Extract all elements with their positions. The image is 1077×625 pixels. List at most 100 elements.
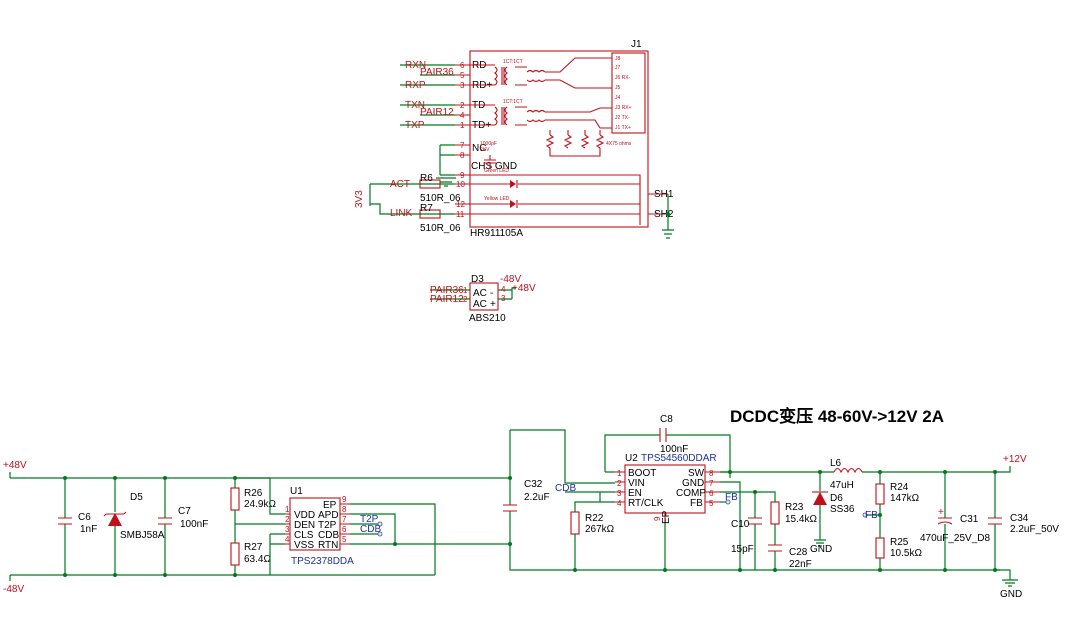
u1-pin-number: 9 <box>342 495 347 504</box>
r25-value: 10.5kΩ <box>890 548 922 559</box>
green-led-label: Green LED <box>484 168 509 174</box>
r22-body <box>570 511 580 535</box>
buck-wiring: + <box>503 428 1018 587</box>
net-pair12: PAIR12 <box>420 107 454 118</box>
d5-tvs-diode: D5 SMBJ58A <box>103 478 165 575</box>
r26-ref: R26 <box>244 488 263 499</box>
d3-plus: + <box>490 299 496 310</box>
rj45-block <box>611 52 646 134</box>
u1-pin-den: DEN <box>294 520 315 531</box>
net-3v3: 3V3 <box>354 190 365 208</box>
u2-pin-en: EN <box>628 488 642 499</box>
j1-pin-chs-gnd: CHS GND <box>471 161 517 172</box>
net-m48v: -48V <box>3 584 24 595</box>
u2-pin-vin: VIN <box>628 478 645 489</box>
r6-value: 510R_06 <box>420 193 461 204</box>
schematic-title: DCDC变压 48-60V->12V 2A <box>730 406 944 426</box>
term-ohms-note: 4X75 ohms <box>606 141 632 147</box>
d3-ac1: AC <box>473 288 487 299</box>
u2-pin-sw: SW <box>688 468 705 479</box>
c31-value: 470uF_25V_D8 <box>920 533 990 544</box>
d3-net-pair12: PAIR12 <box>430 294 464 305</box>
u1-pin-cls: CLS <box>294 530 314 541</box>
u1-pin-cdb: CDB <box>318 530 339 541</box>
u2-ep: EP <box>661 510 672 524</box>
r22-ref: R22 <box>585 513 604 524</box>
r23-value: 15.4kΩ <box>785 514 817 525</box>
net-rxp: RXP <box>405 80 426 91</box>
c28-ref: C28 <box>789 547 808 558</box>
u1-pin-number: 5 <box>342 535 347 544</box>
c8-ref: C8 <box>660 414 673 425</box>
u1-net-t2p: T2P <box>360 514 379 525</box>
r23-body <box>770 501 780 525</box>
net-txn: TXN <box>405 100 425 111</box>
r27-ref: R27 <box>244 542 263 553</box>
u1-pin-number: 4 <box>285 535 290 544</box>
chassis-cap-value: 1000pF <box>480 141 497 147</box>
rj-pin-label: J6 RX- <box>615 75 631 81</box>
c28-value: 22nF <box>789 559 812 570</box>
power-rails: +48V -48V <box>3 460 510 595</box>
j1-part: HR911105A <box>470 228 523 239</box>
d3-bridge-rectifier: D3 ABS210 AC AC - + 1 2 3 4 PAIR36 PAIR1… <box>430 274 536 324</box>
rj-pin-label: J5 <box>615 85 621 91</box>
u2-pin-number: 5 <box>709 499 714 508</box>
u2-net-cdb: CDB <box>555 483 576 494</box>
net-txp: TXP <box>405 120 425 131</box>
d3-net-p48: +48V <box>512 283 536 294</box>
buck-labels: C32 2.2uF C8 100nF R22 267kΩ C10 15pF R2… <box>524 414 1059 600</box>
u2-ref: U2 <box>625 453 638 464</box>
u1-pin-rtn: RTN <box>318 540 338 551</box>
d3-pin: 4 <box>501 285 506 294</box>
j1-ref: J1 <box>631 39 642 50</box>
u2-ep-num: 9 <box>653 516 662 521</box>
u2-part: TPS54560DDAR <box>641 453 717 464</box>
u1-ref: U1 <box>290 486 303 497</box>
transformer-tx-symbol <box>494 106 612 129</box>
l6-ref: L6 <box>830 458 842 469</box>
u1-pin-number: 1 <box>285 505 290 514</box>
r26-value: 24.9kΩ <box>244 499 276 510</box>
c7-value: 100nF <box>180 519 208 530</box>
rj-pin-label: J3 RX+ <box>615 105 632 111</box>
chassis-cap-voltage: 2KV <box>480 147 490 153</box>
d6-value: SS36 <box>830 504 855 515</box>
d3-part: ABS210 <box>469 313 506 324</box>
r24-ref: R24 <box>890 482 909 493</box>
u2-pin-boot: BOOT <box>628 468 656 479</box>
rj-pin-label: J2 TX- <box>615 115 630 121</box>
c34-value: 2.2uF_50V <box>1010 524 1059 535</box>
c7-capacitor: C7 100nF <box>158 478 208 575</box>
c6-ref: C6 <box>78 512 91 523</box>
c10-value: 15pF <box>731 544 754 555</box>
u1-tps2378: U1 TPS2378DDA VDD DEN CLS VSS EP APD T2P… <box>285 486 510 575</box>
c32-value: 2.2uF <box>524 492 550 503</box>
rj-pin-label: J1 TX+ <box>615 125 631 131</box>
u1-pin-number: 6 <box>342 525 347 534</box>
u2-tps54560: U2 TPS54560DDAR BOOT VIN EN RT/CLK SW GN… <box>555 453 738 524</box>
u1-pin-number: 2 <box>285 515 290 524</box>
c10-ref: C10 <box>731 519 750 530</box>
d3-ref: D3 <box>471 274 484 285</box>
u1-pin-number: 3 <box>285 525 290 534</box>
net-act: ACT <box>390 179 410 190</box>
u1-pin-ep: EP <box>323 500 337 511</box>
j1-nets: RXN PAIR36 RXP TXN PAIR12 TXP ACT LINK 3… <box>354 60 674 239</box>
r23-ref: R23 <box>785 502 804 513</box>
xfmr-ratio-tx: 1CT:1CT <box>503 99 523 105</box>
yellow-led-label: Yellow LED <box>484 196 510 202</box>
gnd-right: GND <box>1000 589 1022 600</box>
net-pair36: PAIR36 <box>420 67 454 78</box>
r27-value: 63.4Ω <box>244 554 271 565</box>
u2-pin-number: 1 <box>617 469 622 478</box>
d3-net-m48: -48V <box>500 274 521 285</box>
u2-net-fb: FB <box>725 492 738 503</box>
d3-net-pair36: PAIR36 <box>430 285 464 296</box>
u2-pin-number: 4 <box>617 499 622 508</box>
u2-pin-gnd: GND <box>682 478 704 489</box>
r7-body <box>419 209 441 219</box>
r6-body <box>419 179 441 189</box>
d6-ref: D6 <box>830 493 843 504</box>
r24-value: 147kΩ <box>890 493 920 504</box>
